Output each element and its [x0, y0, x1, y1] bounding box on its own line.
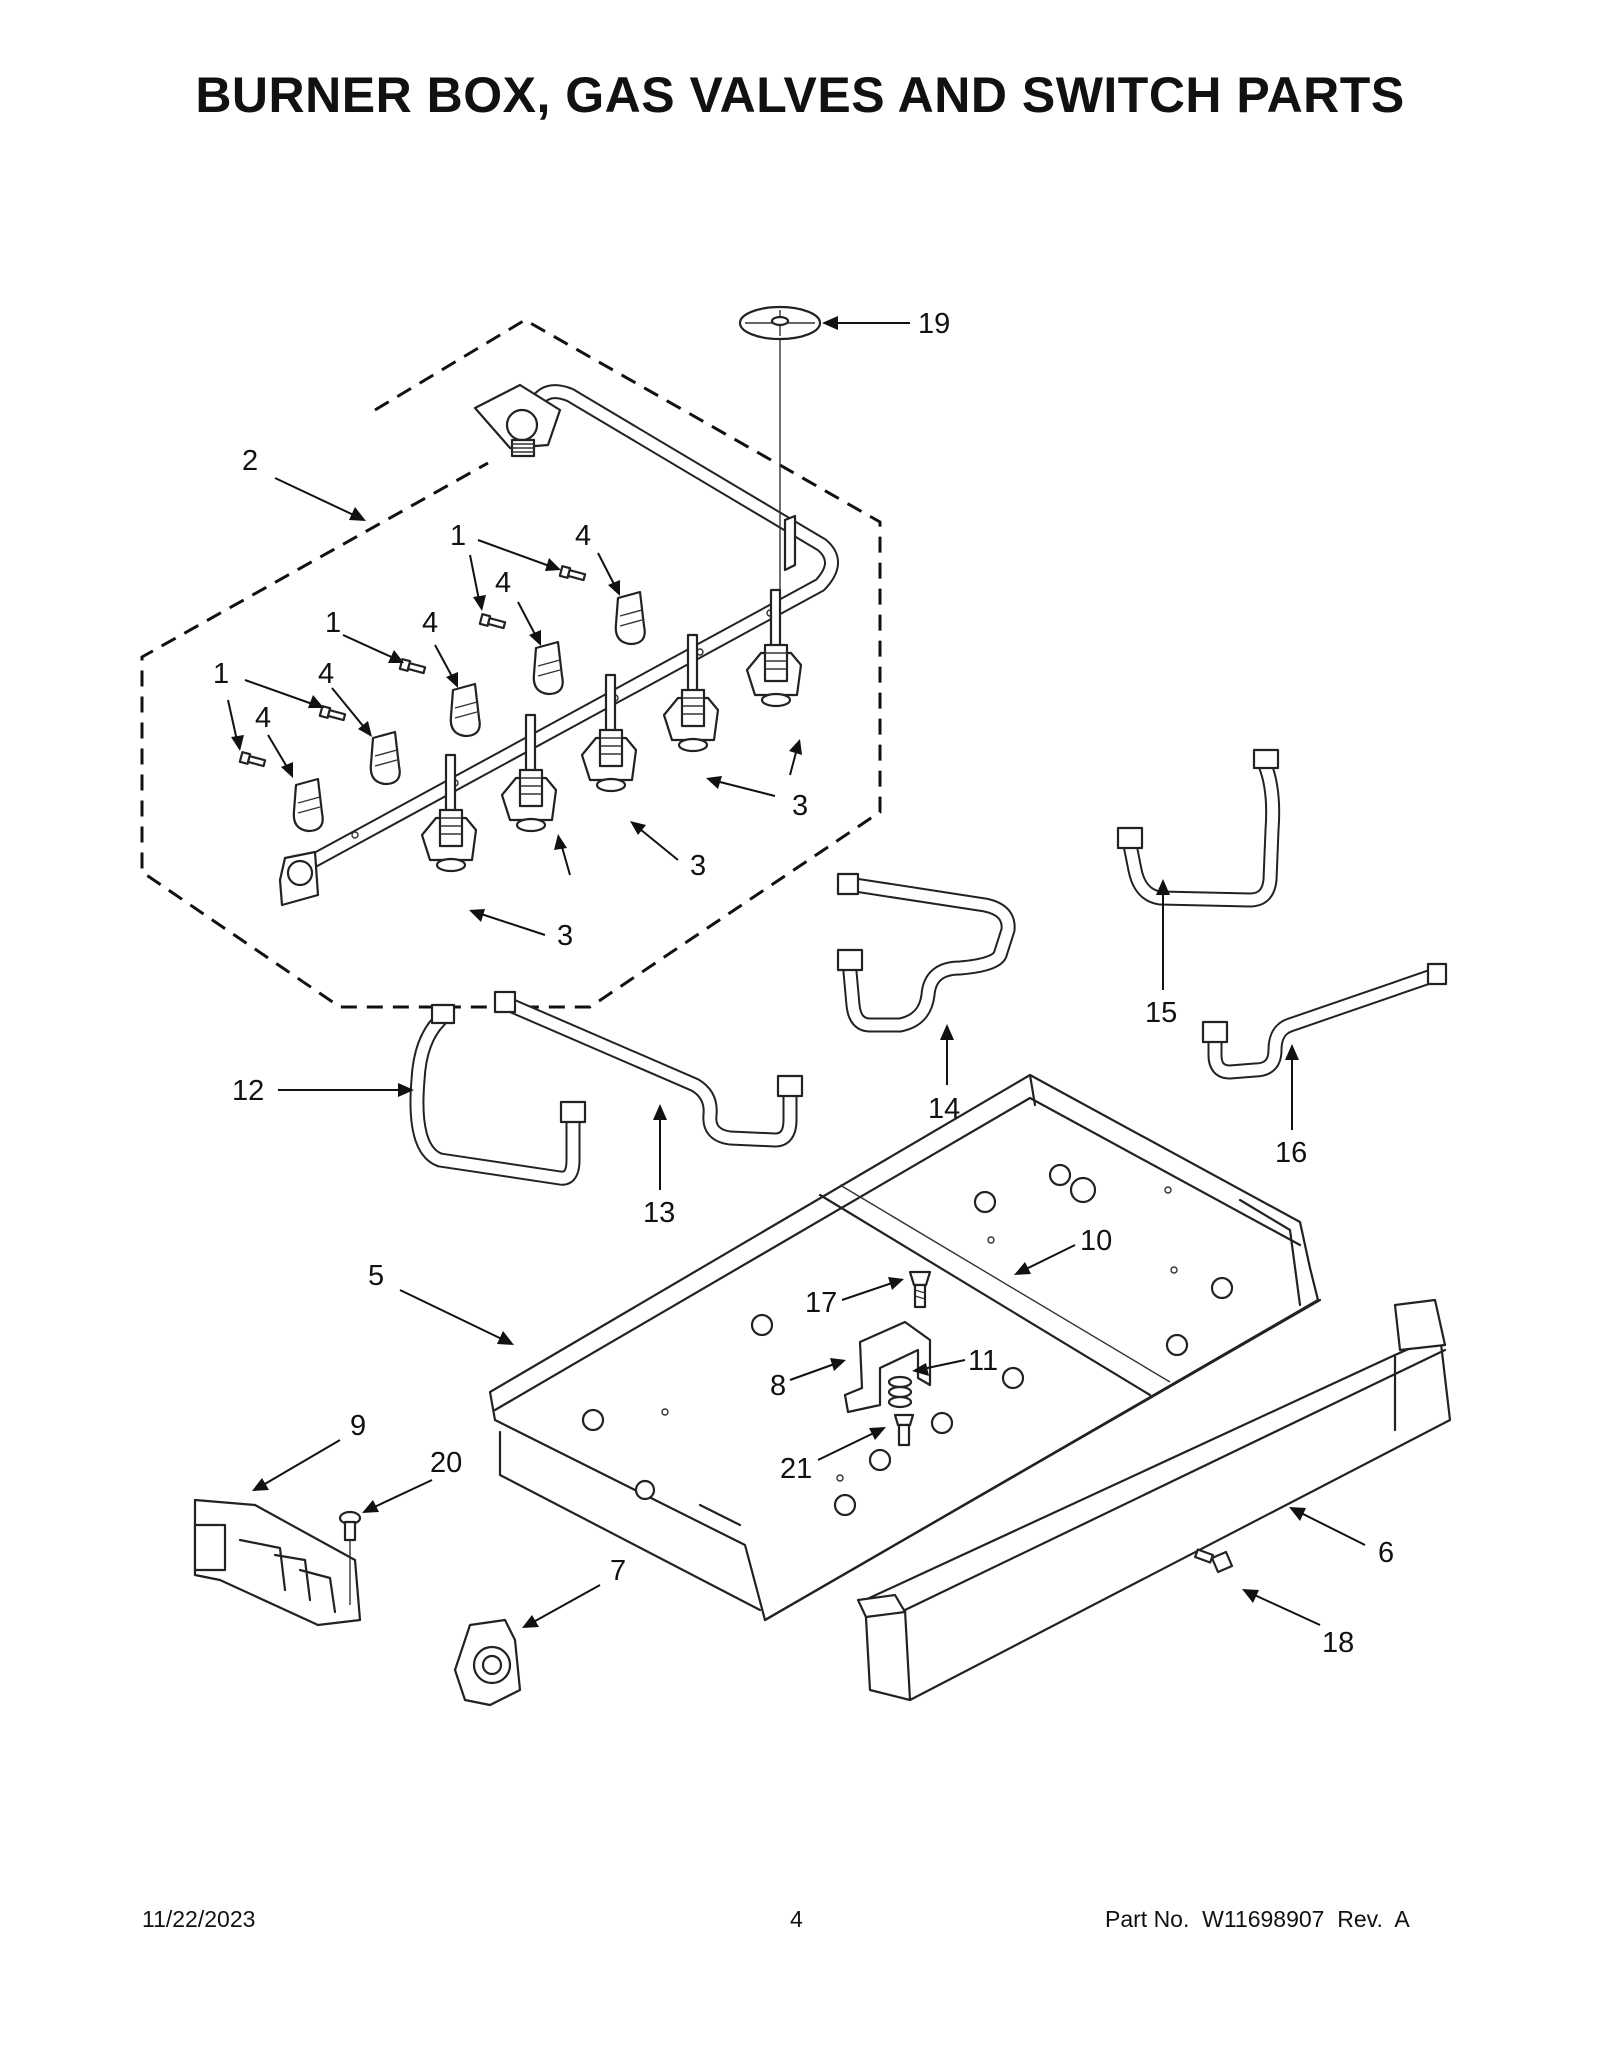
page-title: BURNER BOX, GAS VALVES AND SWITCH PARTS: [195, 67, 1405, 123]
gas-valve: [662, 633, 720, 753]
part-19-distributor-cap: [738, 305, 822, 640]
part-13-tube: [493, 990, 804, 1148]
callout-4: 4: [422, 607, 438, 639]
callout-3: 3: [557, 920, 573, 952]
assembly-boundary-dashed: [140, 318, 882, 1009]
callout-14: 14: [928, 1093, 960, 1125]
part-20-screw: [338, 1510, 362, 1605]
callout-3: 3: [690, 850, 706, 882]
callout-1: 1: [213, 658, 229, 690]
part-17-screw: [908, 1270, 932, 1309]
gas-valve: [745, 588, 803, 708]
callout-15: 15: [1145, 997, 1177, 1029]
footer-part-number: Part No. W11698907 Rev. A: [1105, 1906, 1410, 1932]
callout-8: 8: [770, 1370, 786, 1402]
part-1-screws: [238, 565, 587, 768]
part-16-tube: [1201, 962, 1448, 1080]
callout-11: 11: [968, 1345, 998, 1377]
manifold-pipe: [278, 383, 839, 907]
gas-valve: [420, 753, 478, 873]
callout-5: 5: [368, 1260, 384, 1292]
callout-1: 1: [450, 520, 466, 552]
callout-7: 7: [610, 1555, 626, 1587]
gas-valve: [580, 673, 638, 793]
gas-valve: [500, 713, 558, 833]
callout-17: 17: [805, 1287, 837, 1319]
part-14-tube: [836, 872, 1016, 1033]
part-11-spring: [887, 1375, 913, 1409]
part-15-tube: [1116, 748, 1281, 908]
callout-4: 4: [318, 658, 334, 690]
callout-19: 19: [918, 308, 950, 340]
part-6-front-panel: [856, 1298, 1452, 1702]
callout-2: 2: [242, 445, 258, 477]
footer-page-number: 4: [790, 1906, 803, 1932]
callout-20: 20: [430, 1447, 462, 1479]
part-21-screw: [893, 1413, 915, 1447]
part-9-switch-assembly: [193, 1498, 362, 1627]
callout-labels: 19 2 1 4 4 1 4 1 4 4 3 3 3 12 13 14 15 1…: [213, 308, 1394, 1659]
part-8-bracket: [843, 1320, 932, 1414]
callout-12: 12: [232, 1075, 264, 1107]
part-18-screw: [1194, 1548, 1234, 1574]
part-3-gas-valves: [420, 588, 803, 873]
callout-16: 16: [1275, 1137, 1307, 1169]
callout-4: 4: [575, 520, 591, 552]
callout-4: 4: [495, 567, 511, 599]
callout-21: 21: [780, 1453, 812, 1485]
callout-10: 10: [1080, 1225, 1112, 1257]
callout-1: 1: [325, 607, 341, 639]
callout-4: 4: [255, 702, 271, 734]
callout-9: 9: [350, 1410, 366, 1442]
callout-13: 13: [643, 1197, 675, 1229]
callout-6: 6: [1378, 1537, 1394, 1569]
part-7-pressure-regulator: [453, 1618, 522, 1707]
part-12-tube: [409, 1003, 587, 1186]
callout-18: 18: [1322, 1627, 1354, 1659]
part-4-clips: [292, 590, 646, 833]
callout-3: 3: [792, 790, 808, 822]
leader-lines: [227, 316, 1366, 1628]
footer-date: 11/22/2023: [142, 1906, 256, 1932]
